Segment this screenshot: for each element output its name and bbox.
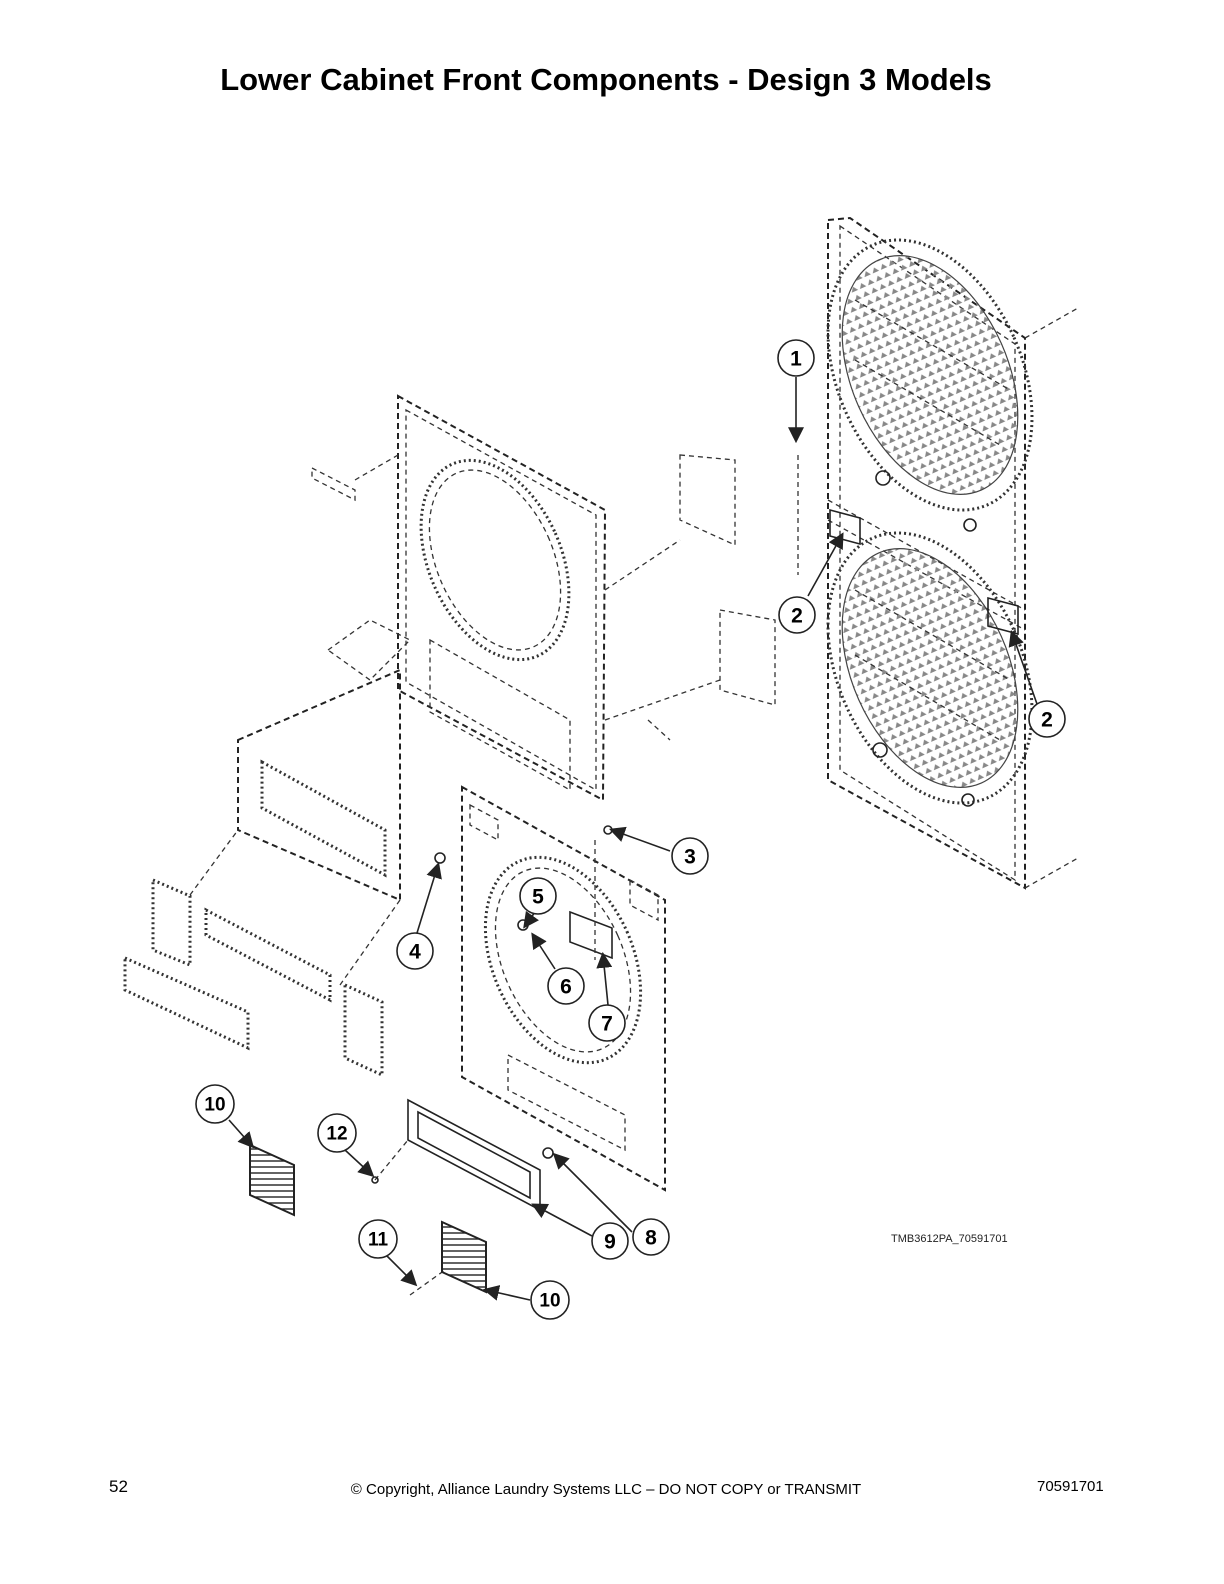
- callout-7: 7: [588, 1004, 626, 1042]
- callout-2-right: 2: [1028, 700, 1066, 738]
- callout-11: 11: [358, 1219, 398, 1259]
- page-title: Lower Cabinet Front Components - Design …: [220, 62, 992, 97]
- svg-text:3: 3: [684, 846, 696, 869]
- callout-2-left: 2: [778, 596, 816, 634]
- louver-grille-left: [249, 1143, 295, 1217]
- lower-left-components: [123, 668, 401, 1078]
- svg-text:5: 5: [532, 886, 544, 909]
- callout-4: 4: [396, 932, 434, 970]
- document-number: 70591701: [1037, 1478, 1104, 1495]
- svg-text:6: 6: [560, 976, 572, 999]
- svg-text:8: 8: [645, 1227, 657, 1250]
- callout-12: 12: [317, 1113, 357, 1153]
- upper-front-panel: [311, 394, 776, 802]
- svg-text:11: 11: [368, 1230, 389, 1251]
- svg-text:7: 7: [601, 1013, 613, 1036]
- svg-text:4: 4: [409, 941, 421, 964]
- svg-text:2: 2: [1041, 709, 1053, 732]
- figure-reference: TMB3612PA_70591701: [891, 1233, 1008, 1245]
- copyright-notice: © Copyright, Alliance Laundry Systems LL…: [350, 1481, 862, 1498]
- svg-text:2: 2: [791, 605, 803, 628]
- stacked-dryer-cabinet: [826, 216, 1079, 890]
- callout-1: 1: [777, 339, 815, 377]
- callout-3: 3: [671, 837, 709, 875]
- svg-text:9: 9: [604, 1231, 616, 1254]
- leader-lines: [228, 377, 1038, 1301]
- callout-10-bottom: 10: [530, 1280, 570, 1320]
- svg-text:12: 12: [326, 1124, 347, 1145]
- louver-grille-bottom: [441, 1220, 487, 1294]
- lower-front-panel: [434, 785, 666, 1192]
- callout-6: 6: [547, 967, 585, 1005]
- callout-9: 9: [591, 1222, 629, 1260]
- svg-text:10: 10: [539, 1291, 560, 1312]
- svg-text:1: 1: [790, 348, 802, 371]
- callout-8: 8: [632, 1218, 670, 1256]
- callout-10-left: 10: [195, 1084, 235, 1124]
- callout-5: 5: [519, 877, 557, 915]
- page-number: 52: [109, 1477, 128, 1496]
- svg-text:10: 10: [204, 1095, 225, 1116]
